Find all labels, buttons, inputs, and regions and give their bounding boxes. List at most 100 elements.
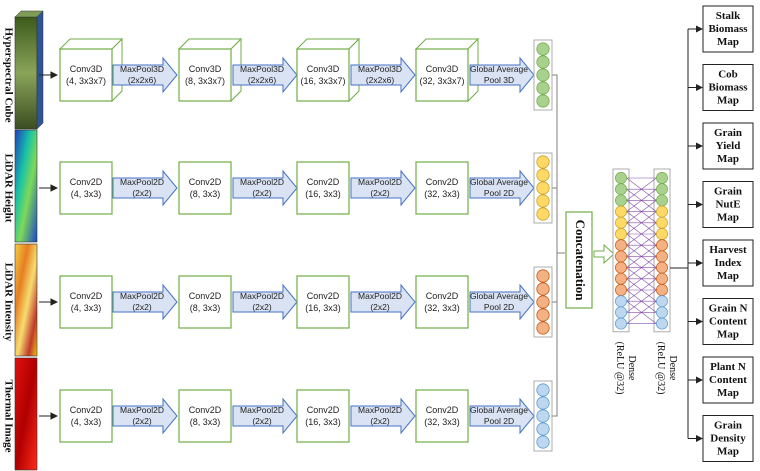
output-box-6 bbox=[702, 356, 754, 404]
conv-layer-name: Conv2D bbox=[426, 291, 459, 301]
pool-layer-name: MaxPool2D bbox=[358, 291, 402, 301]
conv-box-hyperspectral-3 bbox=[415, 48, 469, 102]
dense-connection bbox=[626, 289, 657, 313]
feature-node bbox=[536, 308, 550, 322]
dense-2-node bbox=[656, 205, 668, 218]
dense-1-node bbox=[615, 306, 627, 319]
dense-connection bbox=[626, 244, 657, 268]
conv-layer-name: Conv2D bbox=[70, 405, 103, 415]
conv-layer-params: (32, 3x3) bbox=[424, 417, 460, 427]
pool-layer-params: (2x2) bbox=[252, 416, 272, 426]
pool-layer-params: Pool 2D bbox=[484, 302, 514, 312]
feature-node bbox=[536, 68, 550, 82]
feature-node bbox=[536, 207, 550, 221]
feature-node bbox=[536, 269, 550, 283]
input-label-hyperspectral: Hyperspectral Cube bbox=[2, 27, 14, 122]
pool-layer-name: MaxPool2D bbox=[240, 405, 284, 415]
output-label: Map bbox=[717, 329, 739, 341]
output-label: Content bbox=[709, 374, 747, 386]
feature-node bbox=[536, 81, 550, 95]
dense-connection bbox=[626, 256, 657, 280]
conv-box-thermal-1 bbox=[178, 389, 232, 443]
output-label: Index bbox=[715, 257, 742, 269]
dense-label: (ReLU @32) bbox=[614, 342, 625, 395]
output-label: Plant N bbox=[710, 361, 746, 373]
conv-box-top bbox=[58, 38, 124, 50]
conv-layer-name: Conv2D bbox=[307, 291, 340, 301]
dense-connection bbox=[626, 222, 657, 246]
dense-2-node bbox=[656, 183, 668, 196]
feature-node bbox=[536, 282, 550, 296]
dense-2-node bbox=[656, 194, 668, 207]
conv-box-lidar-intensity-0 bbox=[59, 275, 113, 329]
pool-arrow-lidar-height-3 bbox=[469, 169, 535, 207]
output-label: Map bbox=[717, 36, 739, 48]
dense-connection bbox=[626, 188, 657, 212]
pool-layer-params: (2x2) bbox=[132, 188, 152, 198]
conv-box-hyperspectral-1 bbox=[178, 48, 232, 102]
output-label: Biomass bbox=[708, 82, 748, 94]
pool-arrow-lidar-height-0 bbox=[112, 169, 178, 207]
dense-1-node bbox=[615, 272, 627, 285]
output-label: Map bbox=[717, 95, 739, 107]
feature-node bbox=[536, 168, 550, 182]
feature-node bbox=[536, 383, 550, 397]
feature-node bbox=[536, 435, 550, 449]
conv-layer-name: Conv2D bbox=[70, 177, 103, 187]
pool-arrow-lidar-height-1 bbox=[232, 169, 298, 207]
pool-arrow-thermal-1 bbox=[232, 397, 298, 435]
feature-node bbox=[536, 55, 550, 69]
pool-layer-params: (2x2) bbox=[132, 416, 152, 426]
conv-box-thermal-3 bbox=[415, 389, 469, 443]
pool-arrow-thermal-2 bbox=[350, 397, 416, 435]
pool-layer-params: (2x2) bbox=[132, 302, 152, 312]
dense-2-node bbox=[656, 261, 668, 274]
conv-layer-name: Conv3D bbox=[426, 64, 459, 74]
dense-2-node bbox=[656, 284, 668, 296]
feature-node bbox=[536, 94, 550, 108]
conv-layer-params: (8, 3x3) bbox=[190, 417, 221, 427]
conv-layer-params: (4, 3x3) bbox=[71, 189, 102, 199]
input-image-hyperspectral bbox=[14, 16, 38, 130]
dense-1-node bbox=[615, 284, 627, 296]
concatenation-block: Concatenation bbox=[557, 211, 615, 309]
conv-layer-name: Conv2D bbox=[307, 177, 340, 187]
output-label: Yield bbox=[716, 140, 741, 152]
feature-node bbox=[536, 396, 550, 410]
conv-layer-params: (16, 3x3) bbox=[305, 303, 341, 313]
dense-2-node bbox=[656, 250, 668, 263]
pool-layer-name: MaxPool2D bbox=[358, 405, 402, 415]
conv-layer-name: Conv3D bbox=[70, 64, 103, 74]
concat-output-arrow bbox=[593, 243, 615, 265]
dense-connection bbox=[626, 211, 657, 235]
input-image-lidar-height bbox=[14, 129, 38, 243]
dense-2-node bbox=[656, 272, 668, 285]
conv-layer-params: (16, 3x3) bbox=[305, 189, 341, 199]
pool-layer-params: (2x2x6) bbox=[128, 75, 157, 85]
conv-layer-name: Conv2D bbox=[426, 405, 459, 415]
dense-2-node bbox=[656, 295, 668, 308]
pool-layer-params: (2x2) bbox=[252, 188, 272, 198]
conv-layer-params: (4, 3x3x7) bbox=[66, 76, 106, 86]
pool-arrow-lidar-intensity-1 bbox=[232, 283, 298, 321]
cube-side-face bbox=[36, 10, 44, 130]
pool-layer-name: MaxPool2D bbox=[120, 405, 164, 415]
output-box-1 bbox=[702, 64, 754, 111]
conv-layer-name: Conv3D bbox=[307, 64, 340, 74]
dense-2-node bbox=[656, 228, 668, 240]
pool-layer-params: Pool 2D bbox=[484, 188, 514, 198]
pool-layer-name: MaxPool2D bbox=[358, 177, 402, 187]
output-label: Map bbox=[717, 446, 739, 458]
dense-2-node bbox=[656, 172, 668, 184]
feature-node bbox=[536, 321, 550, 335]
conv-box-thermal-0 bbox=[59, 389, 113, 443]
conv-box-lidar-height-2 bbox=[296, 161, 350, 215]
input-label-lidar-intensity: LiDAR Intensity bbox=[2, 263, 14, 342]
output-label: Grain bbox=[714, 127, 742, 139]
pool-arrow-hyperspectral-3 bbox=[469, 56, 535, 94]
conv-layer-name: Conv2D bbox=[307, 405, 340, 415]
